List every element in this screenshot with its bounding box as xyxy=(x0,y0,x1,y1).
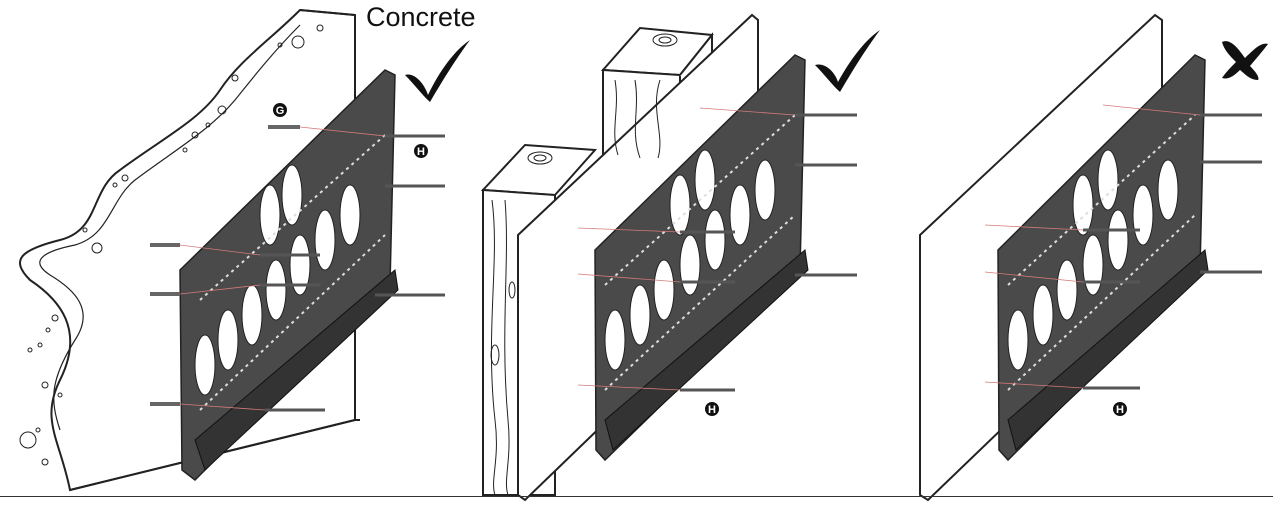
mounting-plate-3 xyxy=(997,54,1209,462)
checkmark-icon xyxy=(815,30,880,92)
checkmark-icon xyxy=(405,40,470,102)
svg-text:G: G xyxy=(276,105,285,117)
svg-text:H: H xyxy=(708,404,716,416)
badge-h-panel-3: H xyxy=(1113,402,1127,416)
anchors-panel-1 xyxy=(150,125,300,406)
mounting-plate-1 xyxy=(179,69,399,481)
badge-h-panel-2: H xyxy=(705,402,719,416)
svg-text:H: H xyxy=(1116,404,1124,416)
screws-panel-2 xyxy=(680,113,857,392)
badge-h-panel-1: H xyxy=(414,144,428,158)
screws-panel-1 xyxy=(260,134,445,412)
screws-panel-3 xyxy=(1083,113,1262,390)
cross-icon xyxy=(1222,41,1268,80)
badge-g: G xyxy=(273,103,287,117)
guide-lines-panel-2 xyxy=(577,107,796,391)
mounting-plate-2 xyxy=(594,54,809,462)
concrete-label: Concrete xyxy=(366,2,476,32)
guide-lines-panel-1 xyxy=(179,126,386,411)
bottom-rule xyxy=(0,496,1273,497)
svg-text:H: H xyxy=(417,146,425,158)
guide-lines-panel-3 xyxy=(984,104,1201,389)
